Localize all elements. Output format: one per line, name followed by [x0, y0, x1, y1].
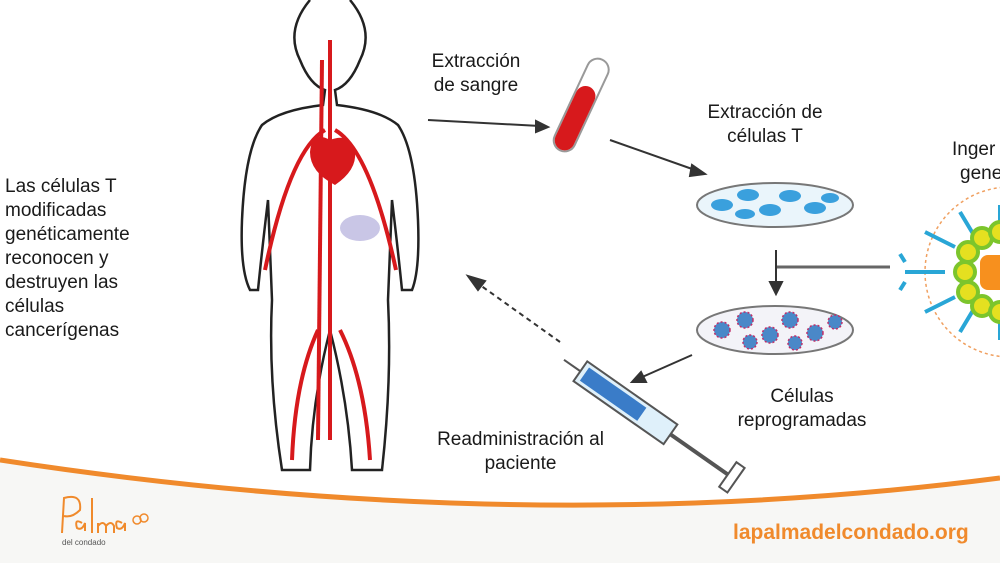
blood-vessels	[263, 40, 398, 461]
website-link[interactable]: lapalmadelcondado.org	[733, 521, 969, 544]
syringe-icon	[563, 358, 747, 494]
label-line: Extracción de	[707, 102, 823, 123]
label-line: Readministración al	[437, 429, 604, 450]
caption-line: células	[5, 296, 65, 317]
liver-icon	[340, 215, 380, 241]
genetic-engineering-label: Inger gene	[952, 138, 1000, 186]
test-tube-icon	[552, 57, 610, 153]
tcell-extraction-label: Extracción de células T	[690, 101, 840, 149]
readministration-label: Readministración al paciente	[418, 428, 623, 476]
caption-line: destruyen las	[5, 272, 119, 293]
left-caption: Las células T modificadas genéticamente …	[5, 175, 130, 343]
engineered-cell-icon	[898, 186, 1000, 358]
label-line: Inger	[952, 139, 996, 160]
label-line: de sangre	[433, 75, 519, 96]
caption-line: Las células T	[5, 176, 117, 197]
caption-line: modificadas	[5, 200, 107, 221]
label-line: reprogramadas	[737, 410, 867, 431]
petri-dish-tcells-icon	[696, 182, 854, 228]
label-line: paciente	[484, 453, 557, 474]
footer-curve	[0, 457, 1000, 508]
process-arrows	[427, 119, 890, 383]
blood-extraction-label: Extracción de sangre	[418, 50, 534, 98]
palma-logo	[61, 495, 149, 534]
caption-line: cancerígenas	[5, 320, 120, 341]
reprogrammed-label: Células reprogramadas	[722, 385, 882, 433]
petri-dish-reprogrammed-icon	[696, 305, 854, 355]
caption-line: genéticamente	[5, 224, 130, 245]
label-line: células T	[727, 126, 803, 147]
label-line: gene	[960, 163, 1000, 184]
label-line: Extracción	[431, 51, 521, 72]
footer-band	[0, 460, 1000, 563]
label-line: Células	[770, 386, 834, 407]
heart-icon	[310, 136, 356, 185]
caption-line: reconocen y	[5, 248, 109, 269]
logo-subtitle: del condado	[62, 538, 106, 547]
